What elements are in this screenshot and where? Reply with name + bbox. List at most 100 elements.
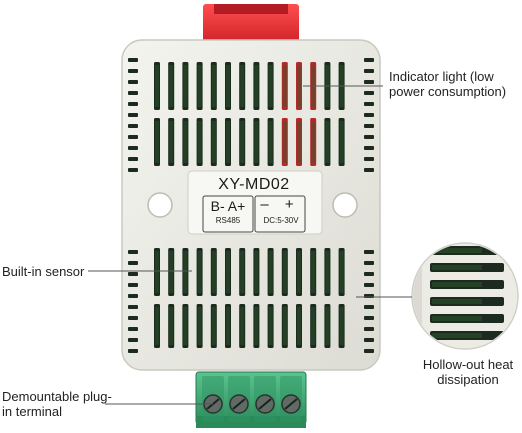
vent-slot	[154, 304, 160, 348]
vent-slot	[281, 118, 288, 166]
vent-slot	[253, 62, 260, 110]
vent-slot	[168, 62, 175, 110]
rs485-label: RS485	[215, 216, 241, 225]
vent-slot	[168, 118, 175, 166]
callout-plug-in-terminal: Demountable plug-in terminal	[2, 389, 112, 419]
vent-slot	[225, 62, 231, 110]
edge-slot	[364, 102, 374, 106]
edge-slot	[128, 349, 138, 353]
label-plate	[187, 170, 323, 235]
vent-slot	[196, 118, 203, 166]
edge-slot	[364, 135, 374, 139]
plug-in-terminal	[195, 371, 307, 428]
vent-slot	[182, 118, 189, 166]
vent-slot	[225, 304, 231, 348]
edge-slot	[364, 157, 374, 161]
edge-slot	[128, 124, 138, 128]
vent-slot	[225, 118, 231, 166]
vent-slot	[310, 304, 317, 348]
edge-slot	[128, 135, 138, 139]
vent-slot	[182, 248, 189, 296]
vent-slot	[210, 304, 217, 348]
edge-slot	[128, 272, 138, 276]
vent-slot	[281, 62, 288, 110]
edge-slot	[128, 91, 138, 95]
edge-slot	[128, 261, 138, 265]
vent-slot	[182, 62, 189, 110]
edge-slot	[364, 327, 374, 331]
sensor-housing	[121, 39, 381, 371]
edge-slot	[364, 124, 374, 128]
vent-slot	[267, 248, 274, 296]
vent-slot	[338, 248, 345, 296]
vent-slot	[324, 118, 331, 166]
edge-slot	[364, 80, 374, 84]
edge-slot	[364, 113, 374, 117]
left-mounting-hole	[147, 192, 173, 218]
vent-slot	[324, 304, 331, 348]
vent-slot	[253, 118, 260, 166]
voltage-label: DC:5-30V	[263, 216, 299, 225]
power-pin-labels: – +	[260, 196, 300, 213]
edge-slot	[128, 102, 138, 106]
edge-slot	[128, 283, 138, 287]
edge-slot	[128, 250, 138, 254]
vent-slot	[338, 118, 345, 166]
vent-slot	[154, 118, 160, 166]
edge-slot	[364, 146, 374, 150]
edge-slot	[128, 168, 138, 172]
callout-indicator-light: Indicator light (low power consumption)	[389, 69, 507, 99]
model-number: XY-MD02	[218, 176, 290, 193]
vent-slot	[253, 304, 260, 348]
edge-slot	[364, 316, 374, 320]
edge-slot	[128, 69, 138, 73]
edge-slot	[364, 91, 374, 95]
vent-slot	[267, 118, 274, 166]
vent-slot	[338, 304, 345, 348]
callout-heat-dissipation: Hollow-out heat dissipation	[422, 357, 514, 387]
edge-slot	[364, 58, 374, 62]
edge-slot	[364, 338, 374, 342]
edge-slot	[364, 305, 374, 309]
ventilation-slots	[154, 62, 345, 348]
callout-built-in-sensor: Built-in sensor	[2, 264, 85, 279]
right-mounting-hole	[332, 192, 358, 218]
rs485-pin-labels: B- A+	[210, 198, 246, 214]
vent-slot	[253, 248, 260, 296]
vent-slot	[210, 62, 217, 110]
edge-slot	[128, 80, 138, 84]
vent-slot	[239, 118, 246, 166]
vent-slot	[168, 304, 175, 348]
vent-slot	[296, 62, 302, 110]
vent-slot	[225, 248, 231, 296]
edge-slot	[128, 316, 138, 320]
edge-slot	[128, 305, 138, 309]
top-red-connector	[203, 4, 299, 48]
vent-slot	[239, 304, 246, 348]
vent-slot	[154, 62, 160, 110]
edge-slot	[364, 69, 374, 73]
vent-slot	[210, 248, 217, 296]
vent-slot	[296, 248, 302, 296]
vent-slot	[196, 62, 203, 110]
vent-slot	[296, 304, 302, 348]
vent-slot	[239, 62, 246, 110]
vent-slot	[154, 248, 160, 296]
zoom-detail	[411, 242, 519, 350]
edge-slot	[128, 338, 138, 342]
edge-slot	[128, 146, 138, 150]
edge-slot	[128, 58, 138, 62]
vent-slot	[267, 304, 274, 348]
vent-slot	[281, 248, 288, 296]
vent-slot	[324, 248, 331, 296]
edge-slot	[364, 250, 374, 254]
vent-slot	[310, 118, 317, 166]
edge-vent-slots	[128, 58, 374, 353]
vent-slot	[196, 248, 203, 296]
edge-slot	[364, 168, 374, 172]
edge-slot	[128, 157, 138, 161]
callout-lines	[88, 85, 412, 405]
vent-slot	[210, 118, 217, 166]
edge-slot	[364, 283, 374, 287]
